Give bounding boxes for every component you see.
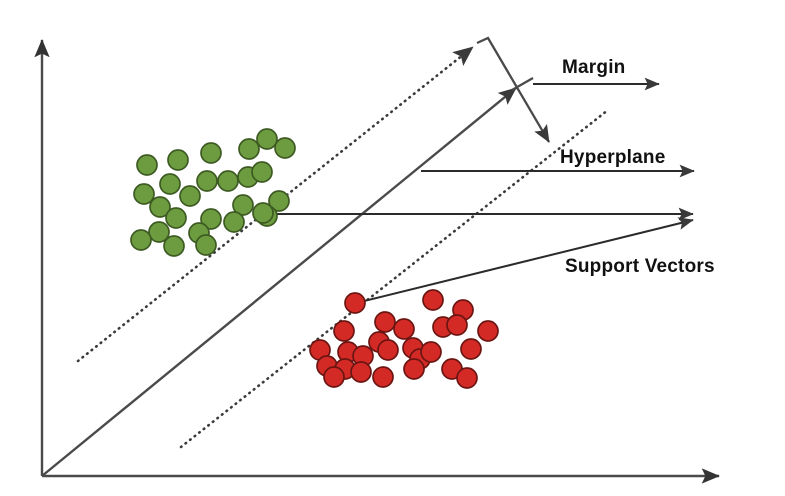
data-point-green (200, 208, 222, 230)
data-point-green (159, 173, 181, 195)
margin-boundaries-group (76, 45, 610, 449)
pointer-lines-group (264, 77, 695, 304)
support-vector-point-green (252, 202, 274, 224)
data-point-green (179, 185, 201, 207)
data-point-green (217, 170, 239, 192)
data-point-green (163, 235, 185, 257)
data-point-red (477, 320, 499, 342)
hyperplane-group (41, 87, 517, 477)
data-point-green (274, 137, 296, 159)
data-point-green (165, 207, 187, 229)
data-point-red (377, 339, 399, 361)
support-vector-point-red (344, 292, 366, 314)
data-point-red (333, 320, 355, 342)
data-point-green (256, 128, 278, 150)
data-point-red (420, 341, 442, 363)
red-class-points-group (309, 289, 499, 389)
data-point-red (374, 311, 396, 333)
labels-group: Margin Hyperplane Support Vectors (560, 57, 715, 277)
data-point-red (372, 366, 394, 388)
data-point-red (456, 367, 478, 389)
hyperplane-label: Hyperplane (560, 147, 665, 168)
data-point-red (403, 358, 425, 380)
data-point-green (133, 183, 155, 205)
data-point-green (238, 138, 260, 160)
data-point-red (446, 314, 468, 336)
margin-bracket-path (476, 36, 550, 143)
data-point-red (460, 338, 482, 360)
data-point-green (136, 154, 158, 176)
data-point-green (195, 234, 217, 256)
lower-margin-boundary-line (179, 108, 610, 449)
data-point-green (251, 161, 273, 183)
data-point-red (422, 289, 444, 311)
data-point-red (393, 318, 415, 340)
data-point-red (350, 361, 372, 383)
hyperplane-line (41, 87, 517, 477)
margin-bracket-tick (511, 77, 534, 91)
support-vector-red-pointer-line (355, 217, 694, 304)
axes-group (34, 39, 720, 484)
data-point-green (167, 149, 189, 171)
margin-bracket-group (476, 36, 550, 143)
data-point-red (323, 366, 345, 388)
margin-label: Margin (562, 57, 625, 78)
data-point-green (148, 221, 170, 243)
support-vectors-label: Support Vectors (565, 256, 715, 277)
data-point-green (268, 190, 290, 212)
data-point-green (196, 170, 218, 192)
data-point-green (149, 196, 171, 218)
data-point-green (130, 229, 152, 251)
data-point-green (232, 194, 254, 216)
data-point-green (223, 211, 245, 233)
green-class-points-group (130, 128, 296, 257)
data-point-green (200, 142, 222, 164)
